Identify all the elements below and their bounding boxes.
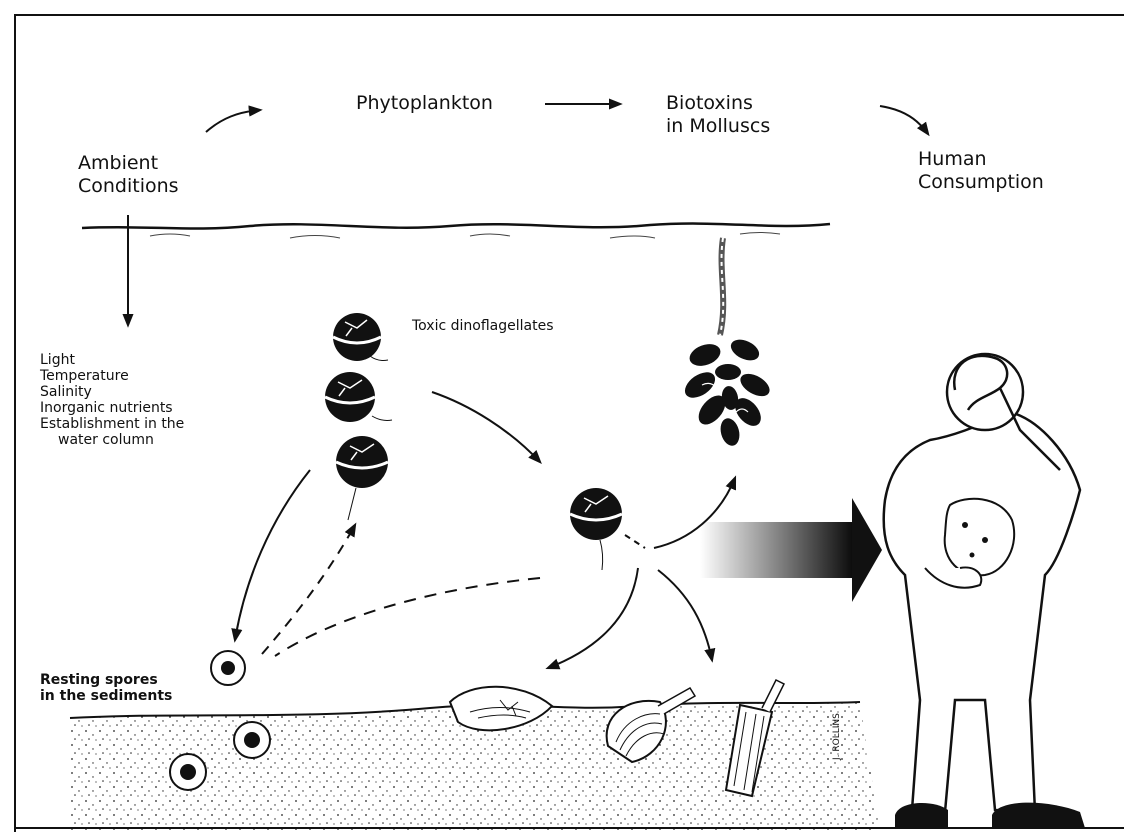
dinoflagellate-cell — [570, 488, 622, 570]
arrow-middle-to-spores — [275, 578, 540, 656]
arrow-dashed-short — [625, 535, 645, 548]
factor-temperature: Temperature — [40, 368, 184, 384]
factor-salinity: Salinity — [40, 384, 184, 400]
arrow-to-human — [700, 498, 882, 602]
arrow-biotoxins-to-human — [880, 106, 928, 134]
factors-list: Light Temperature Salinity Inorganic nut… — [40, 352, 184, 448]
water-surface — [82, 224, 830, 238]
arrow-ambient-to-phytoplankton — [206, 110, 260, 132]
human-consumption-label: Human Consumption — [918, 148, 1044, 194]
factor-light: Light — [40, 352, 184, 368]
resting-spore — [170, 754, 206, 790]
phytoplankton-label: Phytoplankton — [356, 92, 493, 115]
factor-nutrients: Inorganic nutrients — [40, 400, 184, 416]
arrow-middle-to-razor — [658, 570, 712, 660]
resting-spores-label: Resting spores in the sediments — [40, 672, 172, 704]
factor-establishment-cont: water column — [40, 432, 184, 448]
arrow-cells-to-spores — [235, 470, 310, 640]
arrow-spores-to-cells — [262, 525, 355, 654]
ambient-conditions-label: Ambient Conditions — [78, 152, 179, 198]
dinoflagellate-cell — [336, 436, 388, 520]
arrow-middle-to-clam-left — [548, 568, 638, 668]
mussel-cluster — [680, 238, 773, 448]
resting-spore — [234, 722, 270, 758]
factor-establishment: Establishment in the — [40, 416, 184, 432]
artist-signature: J. ROLLINS — [832, 713, 842, 760]
dinoflagellate-cell — [333, 313, 388, 361]
resting-spore — [211, 651, 245, 685]
arrow-cells-to-middle — [432, 392, 540, 462]
dinoflagellate-cell — [325, 372, 392, 422]
biotoxins-label: Biotoxins in Molluscs — [666, 92, 770, 138]
toxic-dinoflagellates-label: Toxic dinoflagellates — [412, 318, 554, 334]
human-figure — [884, 354, 1085, 828]
